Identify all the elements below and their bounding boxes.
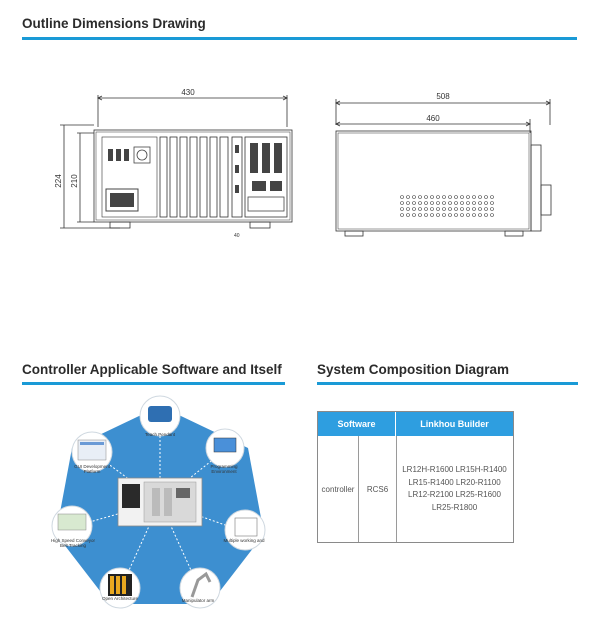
model-list: LR12H-R1600 LR15H-R1400 LR15-R1400 LR20-… [396, 436, 513, 542]
label-gui: GUI Development Platform [74, 464, 110, 474]
label-manipulator: Manipulator arm [181, 598, 215, 603]
header-software: Software [318, 412, 396, 436]
software-diagram [51, 395, 266, 609]
side-view-drawing: 508 460 [335, 92, 552, 237]
system-title: System Composition Diagram [317, 362, 510, 377]
outline-title: Outline Dimensions Drawing [22, 16, 206, 31]
label-teach-pendant: Teach Pendant [144, 432, 176, 437]
node-multiple-working [224, 509, 266, 551]
model-line: LR12-R2100 LR25-R1600 [408, 490, 501, 499]
node-manipulator [179, 567, 221, 609]
system-table: Software Linkhou Builder controller RCS6… [317, 411, 514, 543]
header-builder: Linkhou Builder [396, 412, 513, 436]
software-title: Controller Applicable Software and Itsel… [22, 362, 282, 377]
model-line: LR25-R1800 [431, 502, 478, 512]
label-multiple-working: Multiple working and [223, 538, 265, 543]
software-title-rule [22, 382, 285, 385]
side-depth-inner-label: 460 [426, 114, 440, 123]
label-programming: Programming Environment [210, 464, 238, 474]
system-title-rule [317, 382, 578, 385]
side-depth-outer-label: 508 [436, 92, 450, 101]
front-height-outer-label: 224 [54, 174, 63, 188]
front-view-drawing: 430 224 210 40 [54, 88, 293, 239]
front-height-inner-label: 210 [70, 174, 79, 188]
row-value-rcs6: RCS6 [366, 484, 389, 494]
divider-2 [396, 436, 397, 542]
model-line: LR12H-R1600 LR15H-R1400 [402, 465, 507, 474]
label-conveyor: High Speed Conveyor Belt Tracking [50, 538, 96, 548]
row-label-controller: controller [321, 484, 355, 494]
model-line: LR15-R1400 LR20-R1100 [408, 477, 501, 487]
outline-title-rule [22, 37, 577, 40]
label-open-architecture: Open Architecture [101, 596, 139, 601]
divider-1 [358, 436, 359, 542]
front-width-label: 430 [181, 88, 195, 97]
front-foot-label: 40 [234, 233, 240, 239]
